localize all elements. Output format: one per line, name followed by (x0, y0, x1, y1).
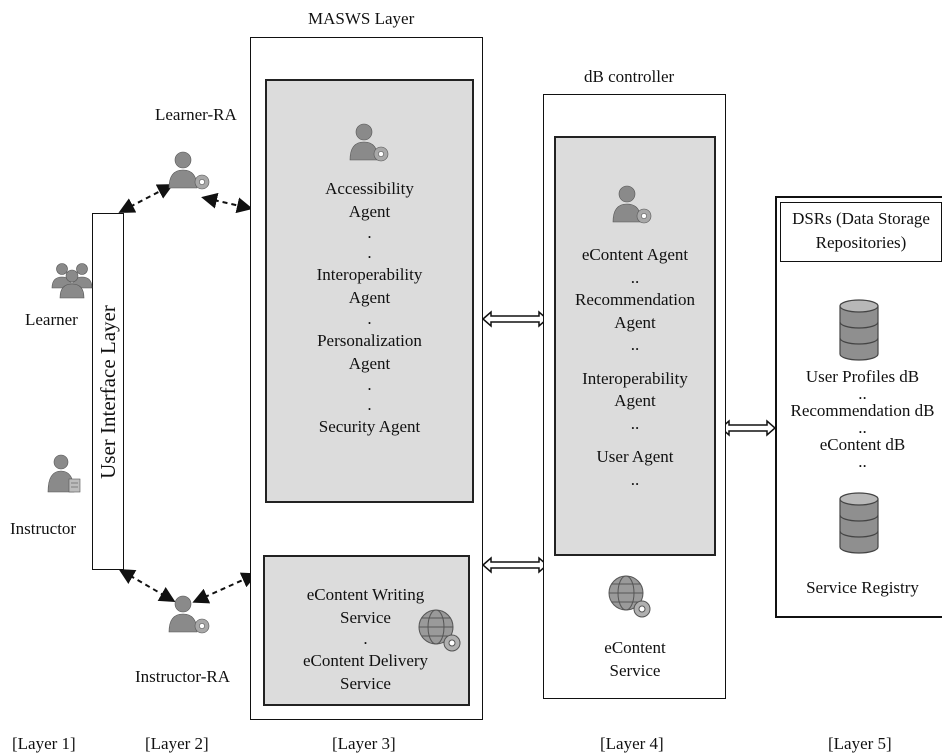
database-icon (839, 299, 879, 361)
service-registry-label: Service Registry (806, 578, 919, 597)
user-interface-layer-box (92, 213, 124, 570)
dot-separator: . (363, 629, 368, 648)
dashed-arrow-instructor-ra-to-masws (192, 572, 258, 604)
user-interface-layer-label: User Interface Layer (96, 305, 120, 479)
security-agent-label: Security Agent (318, 417, 421, 436)
dashed-arrow-ui-to-instructor-ra (118, 568, 176, 603)
dashed-arrow-learner-ra-to-masws (201, 192, 253, 214)
dot-separator: . (367, 395, 372, 414)
masws-layer-title: MASWS Layer (308, 9, 415, 28)
instructor-label: Instructor (10, 519, 77, 538)
dsr-header-line-2: Repositories) (815, 233, 907, 252)
recommendation-db-label: Recommendation dB (790, 401, 935, 420)
user-group-icon (51, 263, 93, 299)
spacer (557, 357, 713, 368)
masws-agents-list: Accessibility Agent . . Interoperability… (268, 177, 471, 438)
dot-separator: . (367, 243, 372, 262)
interoperability-agent-label-2: Agent (348, 288, 391, 307)
agent-gear-icon (168, 595, 210, 634)
dot-separator: . (367, 375, 372, 394)
econtent-writing-service-label-2: Service (340, 608, 391, 627)
interoperability-agent-label-1: Interoperability (316, 265, 423, 284)
accessibility-agent-label-2: Agent (348, 202, 391, 221)
interoperability-agent-label-1: Interoperability (582, 368, 688, 388)
dot-separator: .. (858, 418, 867, 437)
interoperability-agent-label-2: Agent (614, 391, 656, 410)
agent-gear-icon (612, 185, 652, 224)
masws-services-list: eContent Writing Service . eContent Deli… (283, 583, 448, 695)
personalization-agent-label-1: Personalization (317, 331, 422, 350)
dot-separator: . (367, 223, 372, 242)
dsr-items-list: User Profiles dB .. Recommendation dB ..… (775, 366, 942, 471)
globe-gear-icon (608, 575, 651, 618)
globe-gear-icon (418, 609, 461, 652)
footer-layer-2: [Layer 2] (145, 734, 209, 753)
econtent-db-label: eContent dB (819, 435, 906, 454)
econtent-service-label-2: Service (609, 661, 661, 680)
instructor-icon (47, 454, 81, 493)
econtent-agent-label: eContent Agent (581, 245, 689, 264)
instructor-ra-label: Instructor-RA (135, 667, 231, 686)
dot-separator: .. (858, 384, 867, 403)
econtent-service-label-1: eContent (604, 638, 666, 657)
recommendation-agent-label-2: Agent (614, 312, 656, 332)
user-profiles-db-label: User Profiles dB (805, 367, 920, 386)
hollow-arrow-services-to-dbcontroller (481, 556, 549, 574)
econtent-service-label: eContent Service (575, 636, 695, 682)
personalization-agent-label-2: Agent (348, 354, 391, 373)
recommendation-agent-label-1: Recommendation (575, 290, 695, 309)
econtent-delivery-service-label-1: eContent Delivery (302, 651, 429, 670)
dot-separator: .. (630, 469, 640, 489)
db-controller-agents-list: eContent Agent .. Recommendation Agent .… (557, 244, 713, 491)
agent-gear-icon (349, 123, 389, 162)
econtent-delivery-service-label-2: Service (340, 674, 391, 693)
spacer (557, 435, 713, 446)
dot-separator: .. (630, 335, 640, 354)
dsr-header-line-1: DSRs (Data Storage (792, 209, 930, 228)
footer-layer-3: [Layer 3] (332, 734, 396, 753)
dsr-header-box (780, 202, 942, 262)
learner-ra-label: Learner-RA (155, 105, 237, 124)
econtent-writing-service-label-1: eContent Writing (306, 585, 425, 604)
hollow-arrow-dbcontroller-to-dsr (719, 419, 777, 437)
dot-separator: . (367, 309, 372, 328)
accessibility-agent-label-1: Accessibility (325, 179, 414, 198)
dsr-header: DSRs (Data Storage Repositories) (780, 207, 942, 255)
db-controller-title: dB controller (584, 67, 675, 86)
dot-separator: .. (630, 413, 640, 433)
database-icon (839, 492, 879, 554)
user-agent-label: User Agent (596, 447, 674, 466)
dot-separator: .. (630, 267, 640, 287)
dashed-arrow-ui-to-learner-ra (118, 184, 174, 213)
footer-layer-5: [Layer 5] (828, 734, 892, 753)
footer-layer-1: [Layer 1] (12, 734, 76, 753)
footer-layer-4: [Layer 4] (600, 734, 664, 753)
dot-separator: .. (858, 452, 867, 471)
hollow-arrow-agents-to-dbcontroller (481, 310, 549, 328)
agent-gear-icon (168, 151, 210, 190)
learner-label: Learner (25, 310, 78, 329)
